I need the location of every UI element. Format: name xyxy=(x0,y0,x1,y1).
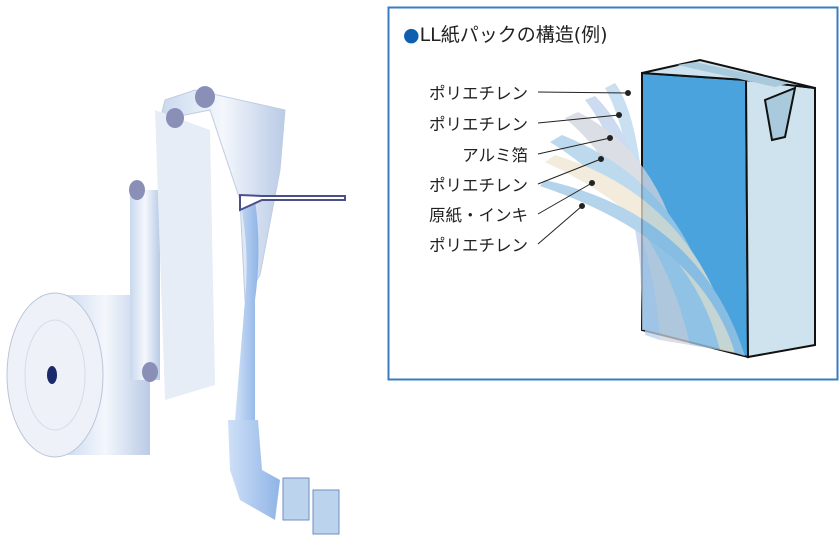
title-text: LL紙パックの構造(例) xyxy=(419,24,608,46)
layer-sheets xyxy=(540,83,745,356)
layer-label: ポリエチレン xyxy=(429,84,528,103)
layer-label: 原紙・インキ xyxy=(429,206,528,225)
diagram-title: ●LL紙パックの構造(例) xyxy=(403,20,608,47)
filling-machine-illustration xyxy=(6,86,346,535)
layer-label: ポリエチレン xyxy=(429,236,528,255)
leader-lines xyxy=(537,90,631,245)
carton-output xyxy=(282,477,310,521)
layer-label: ポリエチレン xyxy=(429,176,528,195)
layer-label: ポリエチレン xyxy=(429,115,528,134)
carton-output xyxy=(312,489,340,535)
title-bullet-icon: ● xyxy=(403,24,420,46)
layer-label: アルミ箔 xyxy=(462,146,528,165)
